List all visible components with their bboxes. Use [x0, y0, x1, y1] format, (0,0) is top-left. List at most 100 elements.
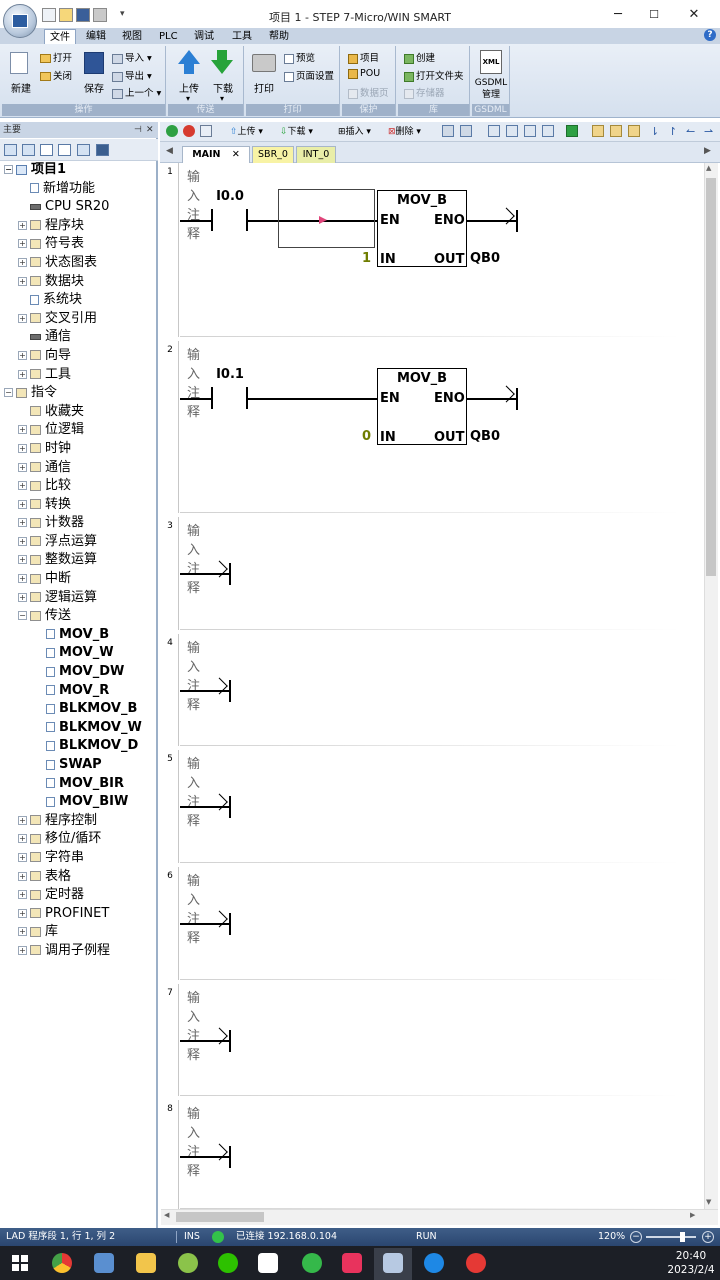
tab-main[interactable]: MAIN ✕	[182, 146, 250, 163]
horizontal-scrollbar[interactable]	[161, 1209, 718, 1225]
branch-down-icon[interactable]: ⇂	[650, 125, 660, 138]
expand-icon[interactable]: +	[18, 890, 27, 900]
tab-help[interactable]: 帮助	[269, 31, 289, 42]
step7-taskbar-icon[interactable]	[383, 1253, 403, 1273]
lock-tool-icon-2[interactable]	[610, 125, 622, 137]
tree-item[interactable]: +数据块	[2, 273, 156, 292]
tree-item[interactable]: +字符串	[2, 849, 156, 868]
tree-item[interactable]: BLKMOV_B	[2, 700, 156, 719]
tree-item[interactable]: MOV_BIW	[2, 793, 156, 812]
tree-item[interactable]: +表格	[2, 868, 156, 887]
tree-item[interactable]: +中断	[2, 570, 156, 589]
app-icon-4[interactable]	[178, 1253, 198, 1273]
contact-address[interactable]: I0.1	[216, 367, 244, 382]
zoom-in-icon[interactable]: +	[702, 1231, 714, 1243]
tree-item[interactable]: +时钟	[2, 440, 156, 459]
app-icon-8[interactable]	[342, 1253, 362, 1273]
scroll-up-icon[interactable]: ▲	[706, 164, 712, 172]
windows-start-icon[interactable]	[12, 1255, 28, 1271]
tree-item[interactable]: +符号表	[2, 235, 156, 254]
table-tool-icon[interactable]	[542, 125, 554, 137]
expand-icon[interactable]: +	[18, 518, 27, 528]
expand-icon[interactable]: +	[18, 499, 27, 509]
tree-tool-icon-5[interactable]	[77, 144, 90, 156]
app-icon-7[interactable]	[302, 1253, 322, 1273]
tree-item[interactable]: +逻辑运算	[2, 589, 156, 608]
tree-item[interactable]: +程序控制	[2, 812, 156, 831]
create-library-button[interactable]: 创建	[404, 50, 435, 64]
expand-icon[interactable]: +	[18, 852, 27, 862]
system-clock[interactable]: 20:40 2023/2/4	[662, 1249, 720, 1277]
tree-item[interactable]: 新增功能	[2, 180, 156, 199]
stop-icon[interactable]	[183, 125, 195, 137]
close-pane-icon[interactable]: ✕	[146, 125, 154, 135]
tab-view[interactable]: 视图	[122, 31, 142, 42]
previous-button[interactable]: 上一个 ▾	[112, 85, 161, 99]
tree-item[interactable]: +通信	[2, 459, 156, 478]
tree-item[interactable]: +计数器	[2, 514, 156, 533]
contact-address[interactable]: I0.0	[216, 189, 244, 204]
line-right-icon[interactable]: ⇀	[704, 125, 714, 138]
upload-tool-button[interactable]: ⇧上传 ▾	[230, 127, 263, 137]
collapse-icon[interactable]: −	[4, 165, 13, 174]
expand-icon[interactable]: +	[18, 369, 27, 379]
zoom-out-icon[interactable]: −	[630, 1231, 642, 1243]
tree-item[interactable]: +工具	[2, 366, 156, 385]
tree-item[interactable]: +转换	[2, 496, 156, 515]
tree-tool-icon-6[interactable]	[96, 144, 109, 156]
tree-tool-icon-3[interactable]	[40, 144, 53, 156]
in-value[interactable]: 1	[362, 251, 372, 266]
protect-project-button[interactable]: 项目	[348, 50, 379, 64]
tree-item[interactable]: +定时器	[2, 886, 156, 905]
print-icon[interactable]	[93, 8, 107, 22]
out-value[interactable]: QB0	[470, 429, 501, 444]
browser-icon[interactable]	[52, 1253, 72, 1273]
app-icon-6[interactable]	[258, 1253, 278, 1273]
tree-item[interactable]: BLKMOV_D	[2, 737, 156, 756]
monitor-tool-icon[interactable]	[566, 125, 578, 137]
expand-icon[interactable]: +	[18, 908, 27, 918]
preview-button[interactable]: 预览	[284, 50, 315, 64]
horizontal-scroll-thumb[interactable]	[176, 1212, 264, 1222]
vertical-scroll-thumb[interactable]	[706, 178, 716, 576]
expand-icon[interactable]: +	[18, 536, 27, 546]
application-menu-button[interactable]	[3, 4, 37, 38]
print-button[interactable]: 打印	[254, 84, 274, 95]
expand-icon[interactable]: +	[18, 927, 27, 937]
tab-plc[interactable]: PLC	[159, 31, 178, 42]
tab-scroll-left-icon[interactable]: ◀	[166, 146, 173, 156]
tree-item[interactable]: +整数运算	[2, 551, 156, 570]
open-folder-icon[interactable]	[59, 8, 73, 22]
open-library-folder-button[interactable]: 打开文件夹	[404, 68, 464, 82]
selection-cursor[interactable]	[278, 189, 375, 248]
download-button[interactable]: 下载	[213, 84, 233, 95]
network-comment[interactable]: 输入注释	[187, 348, 201, 420]
app-icon-11[interactable]	[466, 1253, 486, 1273]
close-project-button[interactable]: 关闭	[40, 68, 72, 82]
expand-icon[interactable]: +	[18, 350, 27, 360]
compile-icon[interactable]	[200, 125, 212, 137]
upload-dropdown-icon[interactable]: ▾	[186, 94, 191, 103]
calculator-icon[interactable]	[94, 1253, 114, 1273]
tree-item[interactable]: SWAP	[2, 756, 156, 775]
expand-icon[interactable]: +	[18, 481, 27, 491]
save-button[interactable]: 保存	[84, 84, 104, 95]
tree-item[interactable]: +程序块	[2, 217, 156, 236]
expand-icon[interactable]: +	[18, 834, 27, 844]
tree-item[interactable]: MOV_R	[2, 682, 156, 701]
network-comment[interactable]: 输入注释	[187, 991, 201, 1063]
tab-int0[interactable]: INT_0	[296, 146, 336, 163]
network-comment[interactable]: 输入注释	[187, 757, 201, 829]
tree-item[interactable]: −传送	[2, 607, 156, 626]
tree-item[interactable]: MOV_BIR	[2, 775, 156, 794]
new-file-icon[interactable]	[42, 8, 56, 22]
tab-close-icon[interactable]: ✕	[231, 149, 240, 160]
network-tool-icon[interactable]	[442, 125, 454, 137]
new-button[interactable]: 新建	[11, 84, 31, 95]
tree-item[interactable]: CPU SR20	[2, 198, 156, 217]
expand-icon[interactable]: +	[18, 945, 27, 955]
wechat-icon[interactable]	[218, 1253, 238, 1273]
expand-icon[interactable]: +	[18, 592, 27, 602]
zoom-slider-thumb[interactable]	[680, 1232, 685, 1242]
expand-icon[interactable]: +	[18, 443, 27, 453]
